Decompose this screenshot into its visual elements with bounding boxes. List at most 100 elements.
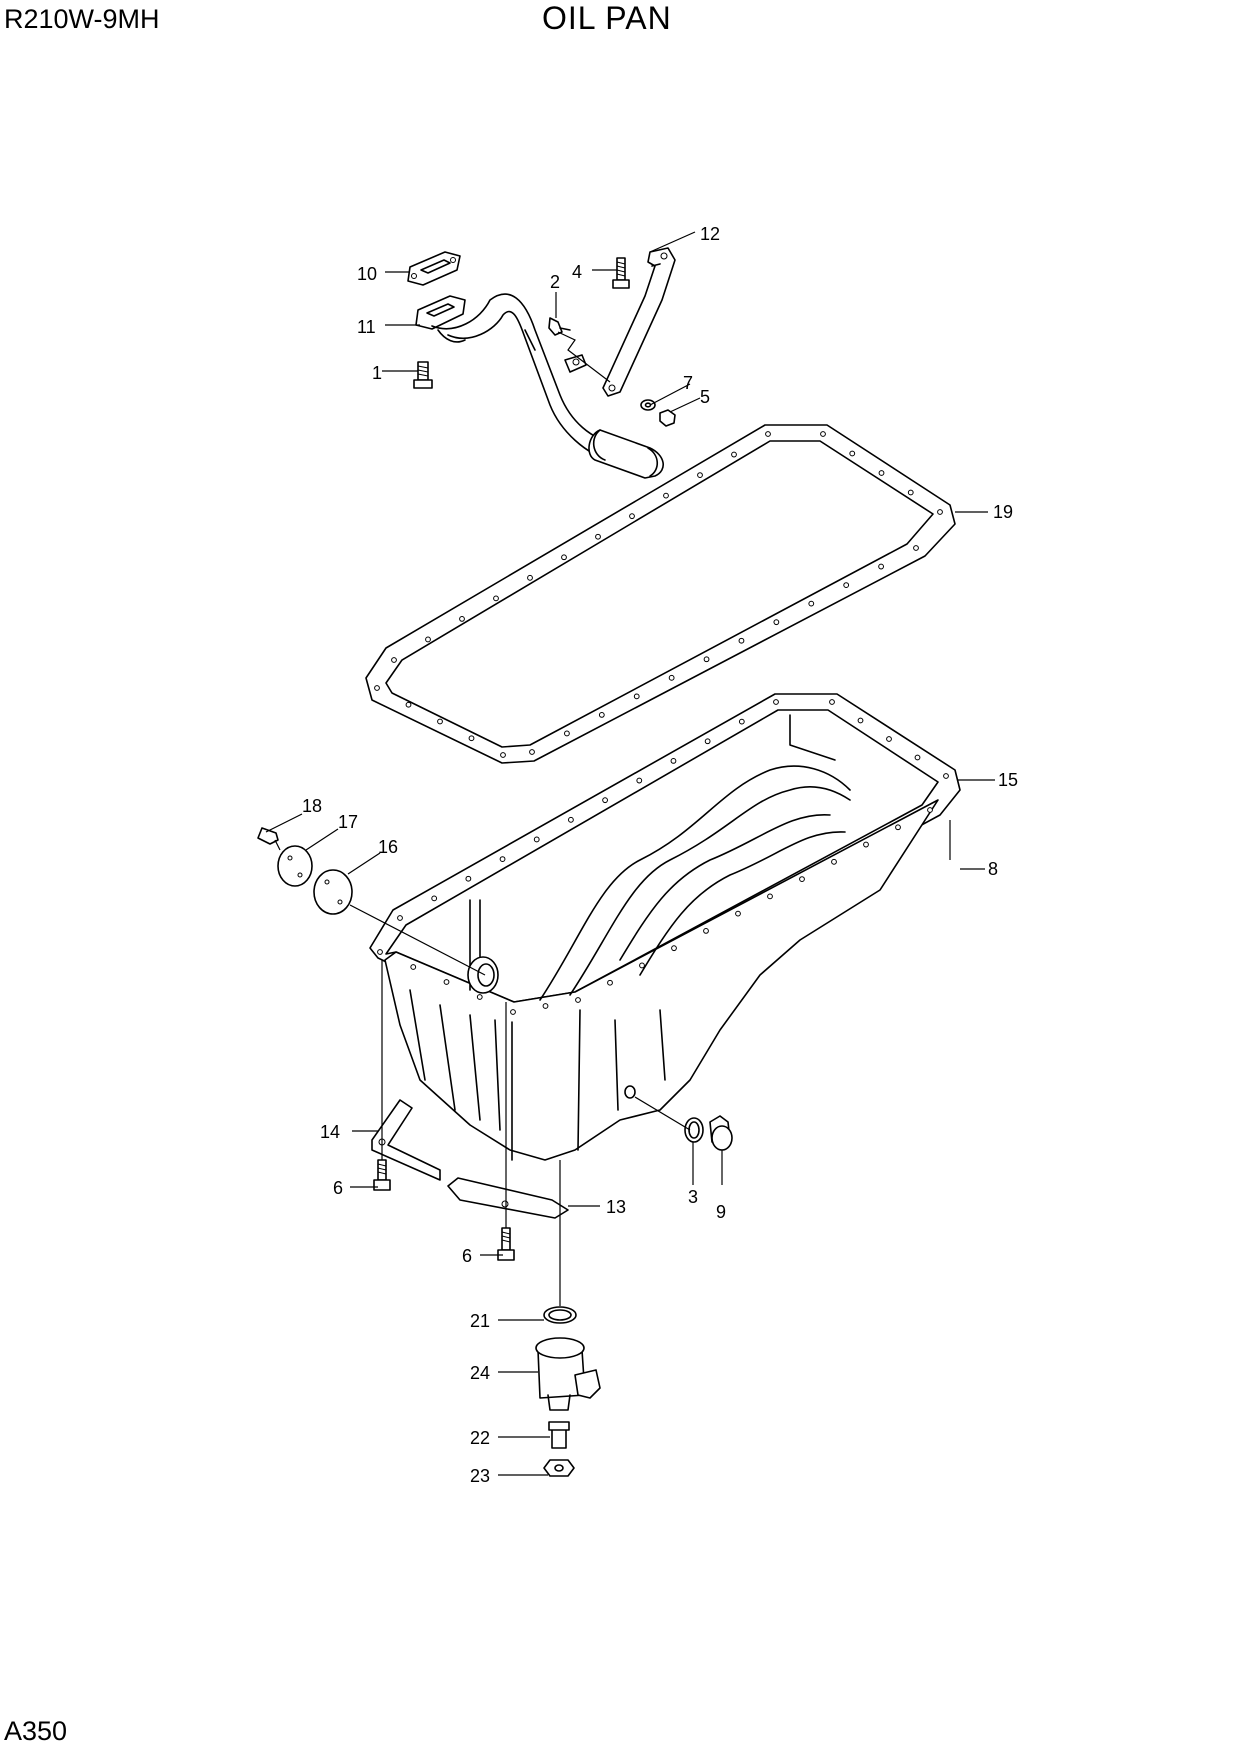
bolt-hole <box>598 712 605 718</box>
bolt-hole <box>629 513 635 520</box>
bolt-hole <box>529 749 535 755</box>
bolt-hole <box>773 699 779 705</box>
cover-assembly <box>257 827 486 976</box>
callout-11: 11 <box>357 317 376 337</box>
bolt-hole <box>377 949 383 955</box>
bolt-hole <box>738 637 745 644</box>
callout-5: 5 <box>700 387 710 407</box>
bolt-hole <box>602 797 608 804</box>
leader-lines <box>265 231 995 1476</box>
plug-part-22 <box>551 1427 567 1449</box>
bolt-hole <box>843 582 850 588</box>
oil-pan-gasket-part-19 <box>365 424 956 764</box>
bolt-hole <box>907 489 914 496</box>
bolt-hole <box>636 777 643 784</box>
callout-9: 9 <box>716 1202 726 1222</box>
bolt-hole <box>668 674 675 681</box>
callout-17: 17 <box>338 812 358 832</box>
bolt-hole <box>886 736 892 742</box>
callout-18: 18 <box>302 796 322 816</box>
bolt-hole <box>425 636 431 643</box>
bolt-hole <box>639 962 645 969</box>
model-number: R210W-9MH <box>4 4 160 34</box>
page-code: A350 <box>4 1716 68 1746</box>
bolt-hole <box>500 752 506 758</box>
bolt-hole <box>374 685 380 691</box>
bolt-hole <box>397 915 403 921</box>
callout-21: 21 <box>470 1311 490 1331</box>
callout-6a: 6 <box>333 1178 343 1198</box>
callout-15: 15 <box>998 770 1018 790</box>
bolt-hole <box>595 533 601 540</box>
bolt-hole <box>773 619 780 626</box>
gasket-part-17 <box>277 845 313 887</box>
callout-6b: 6 <box>462 1246 472 1266</box>
bolt-hole <box>561 554 567 561</box>
bolt-hole <box>510 1009 516 1015</box>
bolt-hole <box>468 735 475 742</box>
bracket-part-14 <box>371 1099 441 1181</box>
bolt-hole <box>735 910 741 917</box>
drain-plug-assembly <box>634 1096 733 1151</box>
bolt-hole <box>808 600 815 607</box>
bolt-hole <box>663 492 669 499</box>
callout-19: 19 <box>993 502 1013 522</box>
bolt-hole <box>767 893 773 900</box>
callout-12: 12 <box>700 224 720 244</box>
bolt-hole <box>443 979 450 985</box>
bolt-hole <box>568 816 574 823</box>
seal-ring-part-3 <box>684 1117 704 1143</box>
bolt-hole <box>937 509 943 515</box>
bolt-hole <box>895 824 901 831</box>
bolt-hole <box>459 616 465 622</box>
bolt-hole <box>465 875 472 882</box>
callout-1: 1 <box>372 363 382 383</box>
bolt-hole <box>799 876 805 882</box>
bolt-hole <box>878 470 885 476</box>
bolt-hole <box>542 1003 549 1009</box>
bolt-hole <box>493 595 499 602</box>
bolt-hole <box>527 574 533 581</box>
callout-13: 13 <box>606 1197 626 1217</box>
bolt-hole <box>391 657 397 663</box>
bolt-hole <box>731 451 737 458</box>
bolt-hole <box>410 964 417 970</box>
bolt-hole <box>671 945 677 952</box>
callout-16: 16 <box>378 837 398 857</box>
bracket-part-12 <box>602 247 676 397</box>
callout-10: 10 <box>357 264 377 284</box>
drain-valve-assembly <box>535 1160 601 1477</box>
bolt-hole <box>849 450 856 457</box>
cover-plate-part-16 <box>313 869 353 915</box>
bolt-hole <box>914 754 921 761</box>
bolt-hole <box>670 758 677 764</box>
bolt-hole <box>820 431 826 437</box>
callout-labels: 10 11 1 2 4 12 7 5 19 15 8 18 17 16 14 6… <box>302 224 1018 1486</box>
callout-8: 8 <box>988 859 998 879</box>
gasket-part-10 <box>407 251 461 286</box>
bolt-part-18 <box>257 827 279 845</box>
support-brackets <box>371 960 569 1261</box>
callout-23: 23 <box>470 1466 490 1486</box>
callout-14: 14 <box>320 1122 340 1142</box>
bolt-hole <box>499 856 506 862</box>
callout-22: 22 <box>470 1428 490 1448</box>
bolt-hole <box>829 699 835 705</box>
bolt-hole <box>437 718 443 725</box>
bolt-hole <box>476 994 483 1000</box>
bolt-hole <box>913 545 919 551</box>
bolt-part-2 <box>548 317 563 336</box>
bolt-hole <box>703 928 709 934</box>
oil-pan-part-15 <box>369 693 961 1161</box>
bolt-part-4 <box>616 257 626 281</box>
bracket-part-13 <box>447 1177 569 1219</box>
callout-3: 3 <box>688 1187 698 1207</box>
bolt-hole <box>533 836 540 843</box>
pipe-bracket-assembly <box>548 247 676 427</box>
bolt-hole <box>564 730 570 737</box>
strainer-part <box>588 429 664 479</box>
bolt-hole <box>575 997 581 1003</box>
page-title: OIL PAN <box>542 0 672 36</box>
callout-7: 7 <box>683 373 693 393</box>
